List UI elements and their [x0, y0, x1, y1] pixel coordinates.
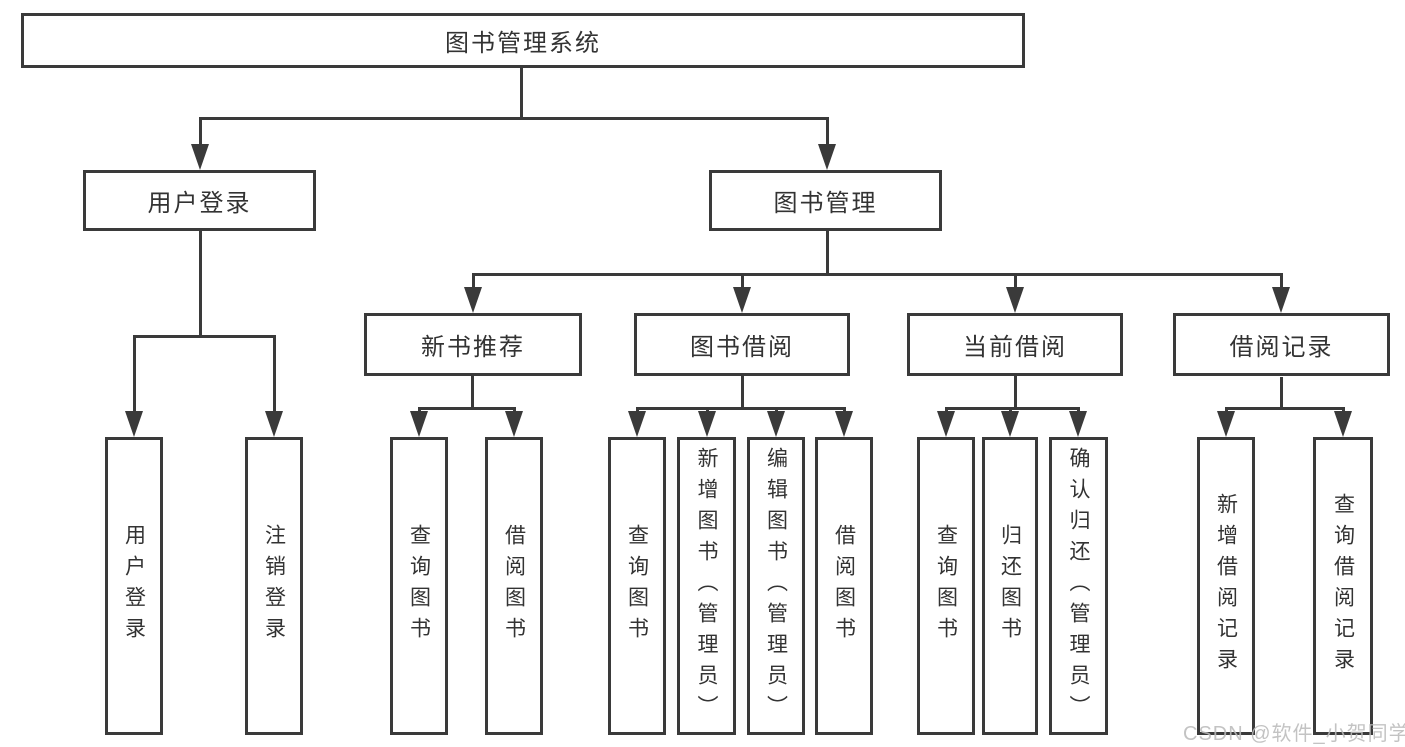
- arrowhead-cb-query-icon: [937, 411, 955, 437]
- connector-user-login-branch: [133, 335, 275, 338]
- node-book-management: 图书管理: [709, 170, 942, 231]
- connector-new-book-branch: [418, 407, 516, 410]
- connector-arrow-new-book: [472, 273, 475, 291]
- node-leaf-cb-return-books: 归还图书: [982, 437, 1038, 735]
- node-leaf-bb-edit-books-admin-label: 编辑图书（管理员）: [764, 446, 788, 726]
- node-root: 图书管理系统: [21, 13, 1025, 68]
- node-borrow-records: 借阅记录: [1173, 313, 1390, 376]
- connector-current-borrow-branch: [945, 407, 1080, 410]
- arrowhead-bb-query-icon: [628, 411, 646, 437]
- node-leaf-bb-query-books-label: 查询图书: [625, 524, 649, 648]
- node-new-book-recommend-label: 新书推荐: [421, 334, 525, 361]
- node-user-login: 用户登录: [83, 170, 316, 231]
- connector-book-borrow-stem: [741, 376, 744, 407]
- arrowhead-borrow-records-icon: [1272, 287, 1290, 313]
- node-current-borrow: 当前借阅: [907, 313, 1123, 376]
- arrowhead-leaf-login-icon: [125, 411, 143, 437]
- arrowhead-br-add-icon: [1217, 411, 1235, 437]
- node-leaf-rec-borrow-books-label: 借阅图书: [502, 524, 526, 648]
- arrowhead-user-login-icon: [191, 144, 209, 170]
- node-new-book-recommend: 新书推荐: [364, 313, 582, 376]
- node-leaf-cb-confirm-return-admin: 确认归还（管理员）: [1049, 437, 1108, 735]
- connector-new-book-stem: [471, 375, 474, 407]
- arrowhead-book-mgmt-icon: [818, 144, 836, 170]
- node-leaf-bb-borrow-books: 借阅图书: [815, 437, 873, 735]
- connector-arrow-leaf-logout: [273, 335, 276, 415]
- node-leaf-logout-label: 注销登录: [262, 524, 286, 648]
- node-leaf-br-query-record: 查询借阅记录: [1313, 437, 1373, 735]
- node-leaf-rec-borrow-books: 借阅图书: [485, 437, 543, 735]
- node-leaf-br-query-record-label: 查询借阅记录: [1331, 493, 1355, 679]
- connector-book-mgmt-branch: [472, 273, 1283, 276]
- arrowhead-current-borrow-icon: [1006, 287, 1024, 313]
- connector-borrow-records-branch: [1225, 407, 1345, 410]
- node-book-borrow: 图书借阅: [634, 313, 850, 376]
- node-leaf-cb-query-books: 查询图书: [917, 437, 975, 735]
- arrowhead-rec-borrow-icon: [505, 411, 523, 437]
- arrowhead-new-book-icon: [464, 287, 482, 313]
- node-leaf-cb-return-books-label: 归还图书: [998, 524, 1022, 648]
- arrowhead-bb-borrow-icon: [835, 411, 853, 437]
- watermark: CSDN @软件_小贺同学: [1183, 723, 1405, 745]
- connector-arrow-leaf-login: [133, 335, 136, 415]
- arrowhead-book-borrow-icon: [733, 287, 751, 313]
- node-leaf-bb-query-books: 查询图书: [608, 437, 666, 735]
- node-leaf-bb-edit-books-admin: 编辑图书（管理员）: [747, 437, 805, 735]
- connector-arrow-user-login: [199, 117, 202, 147]
- node-leaf-cb-confirm-return-admin-label: 确认归还（管理员）: [1067, 446, 1090, 726]
- node-book-borrow-label: 图书借阅: [690, 334, 794, 361]
- node-book-management-label: 图书管理: [773, 190, 878, 217]
- connector-arrow-book-mgmt: [826, 117, 829, 147]
- arrowhead-leaf-logout-icon: [265, 411, 283, 437]
- node-leaf-user-login-label: 用户登录: [122, 524, 146, 648]
- connector-arrow-borrow-records: [1280, 273, 1283, 291]
- connector-borrow-records-stem: [1280, 377, 1283, 407]
- connector-book-borrow-branch: [636, 407, 846, 410]
- connector-root-branch: [199, 117, 829, 120]
- connector-arrow-current-borrow: [1014, 273, 1017, 291]
- node-leaf-rec-query-books-label: 查询图书: [407, 524, 431, 648]
- connector-arrow-book-borrow: [741, 273, 744, 291]
- node-leaf-bb-add-books-admin-label: 新增图书（管理员）: [695, 446, 718, 726]
- node-leaf-br-add-record: 新增借阅记录: [1197, 437, 1255, 735]
- node-root-label: 图书管理系统: [445, 30, 601, 57]
- connector-current-borrow-stem: [1014, 376, 1017, 407]
- node-leaf-user-login: 用户登录: [105, 437, 163, 735]
- arrowhead-bb-add-icon: [698, 411, 716, 437]
- arrowhead-bb-edit-icon: [767, 411, 785, 437]
- node-leaf-rec-query-books: 查询图书: [390, 437, 448, 735]
- arrowhead-cb-return-icon: [1001, 411, 1019, 437]
- arrowhead-cb-confirm-icon: [1069, 411, 1087, 437]
- node-leaf-cb-query-books-label: 查询图书: [934, 524, 958, 648]
- node-leaf-bb-add-books-admin: 新增图书（管理员）: [677, 437, 736, 735]
- connector-user-login-stem: [199, 231, 202, 335]
- node-user-login-label: 用户登录: [147, 190, 252, 217]
- connector-root-stem: [520, 68, 523, 117]
- arrowhead-rec-query-icon: [410, 411, 428, 437]
- node-leaf-logout: 注销登录: [245, 437, 303, 735]
- connector-book-mgmt-stem: [826, 231, 829, 273]
- node-leaf-bb-borrow-books-label: 借阅图书: [832, 524, 856, 648]
- node-leaf-br-add-record-label: 新增借阅记录: [1214, 493, 1238, 679]
- node-borrow-records-label: 借阅记录: [1229, 334, 1334, 361]
- node-current-borrow-label: 当前借阅: [963, 334, 1067, 361]
- arrowhead-br-query-icon: [1334, 411, 1352, 437]
